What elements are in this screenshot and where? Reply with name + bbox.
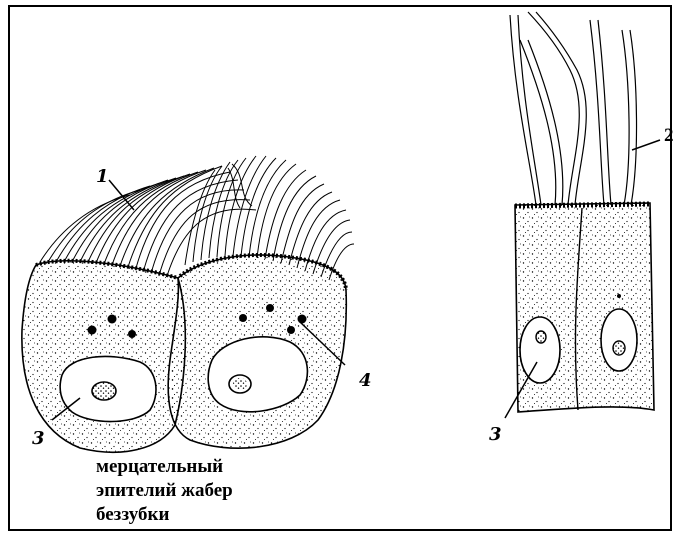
label-nucleus-right: 3: [489, 426, 502, 444]
left-column-vacuole: [520, 317, 560, 383]
caption-line-2: эпителий жабер: [96, 479, 326, 503]
columnar-cells: [515, 203, 654, 412]
caption-line-3: беззубки: [96, 503, 326, 527]
label-nucleus-left: 3: [32, 430, 45, 448]
left-ciliated-cell: [22, 261, 185, 452]
label-flagella: 2: [664, 126, 674, 145]
caption-line-1: мерцательный: [96, 455, 326, 479]
right-column-vacuole: [601, 309, 637, 371]
label-cilia: 1: [96, 168, 109, 186]
right-cell-vacuole: [208, 337, 307, 412]
flagella-bundle: [510, 12, 637, 205]
figure-caption: мерцательный эпителий жабер беззубки: [96, 455, 326, 527]
right-ciliated-cell: [168, 255, 346, 448]
left-cell-nucleus: [92, 382, 116, 400]
label-granules: 4: [359, 372, 372, 390]
